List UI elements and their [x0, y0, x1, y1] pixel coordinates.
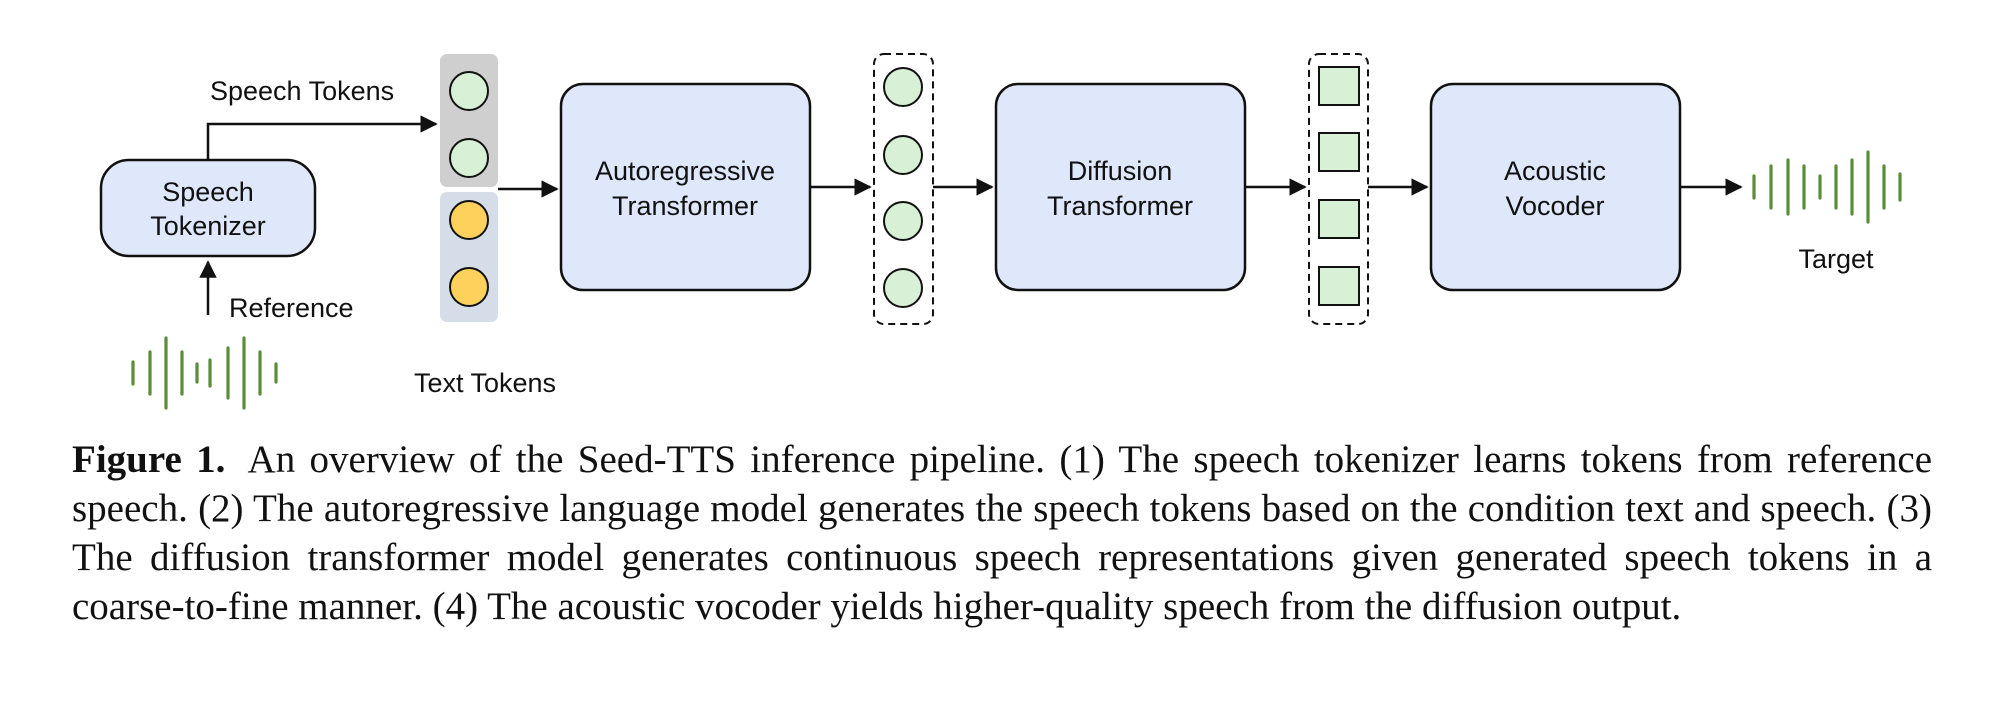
speech-token — [449, 138, 489, 178]
reference-waveform-icon — [131, 336, 278, 410]
diffusion-transformer-box: Diffusion Transformer — [994, 82, 1247, 292]
figure-label: Figure 1. — [72, 438, 226, 481]
continuous-representations — [1308, 53, 1369, 325]
speech-tokenizer-label-line1: Speech — [162, 177, 254, 207]
speech-tokenizer-label-line2: Tokenizer — [150, 211, 266, 241]
figure-caption-text: An overview of the Seed-TTS inference pi… — [72, 438, 1933, 628]
diffusion-transformer-label-line2: Transformer — [1047, 191, 1193, 221]
autoregressive-transformer-box: Autoregressive Transformer — [559, 82, 812, 292]
generated-speech-tokens — [873, 53, 934, 325]
input-token-stack — [440, 54, 498, 322]
speech-tokens-label: Speech Tokens — [210, 76, 394, 106]
acoustic-vocoder-box: Acoustic Vocoder — [1429, 82, 1682, 292]
representation-frame — [1318, 66, 1360, 106]
speech-tokenizer-box: Speech Tokenizer — [99, 158, 317, 258]
speech-token — [883, 135, 923, 175]
text-token — [449, 267, 489, 307]
target-waveform-icon — [1752, 150, 1902, 224]
ar-transformer-label-line2: Transformer — [612, 191, 758, 221]
acoustic-vocoder-label-line1: Acoustic — [1504, 156, 1606, 186]
text-tokens-label: Text Tokens — [414, 368, 556, 398]
figure-caption: Figure 1. An overview of the Seed-TTS in… — [72, 435, 1932, 631]
speech-token — [449, 71, 489, 111]
speech-tokens-arrow — [206, 115, 438, 160]
ar-transformer-label-line1: Autoregressive — [595, 156, 775, 186]
representation-frame — [1318, 266, 1360, 306]
diffusion-transformer-label-line1: Diffusion — [1068, 156, 1173, 186]
text-token — [449, 200, 489, 240]
acoustic-vocoder-label-line2: Vocoder — [1505, 191, 1604, 221]
reference-label: Reference — [229, 293, 354, 323]
speech-token — [883, 268, 923, 308]
speech-token — [883, 201, 923, 241]
representation-frame — [1318, 199, 1360, 239]
pipeline-diagram: Speech Tokenizer Speech Tokens Reference… — [99, 53, 1902, 410]
representation-frame — [1318, 132, 1360, 172]
speech-token — [883, 67, 923, 107]
target-label: Target — [1798, 244, 1874, 274]
